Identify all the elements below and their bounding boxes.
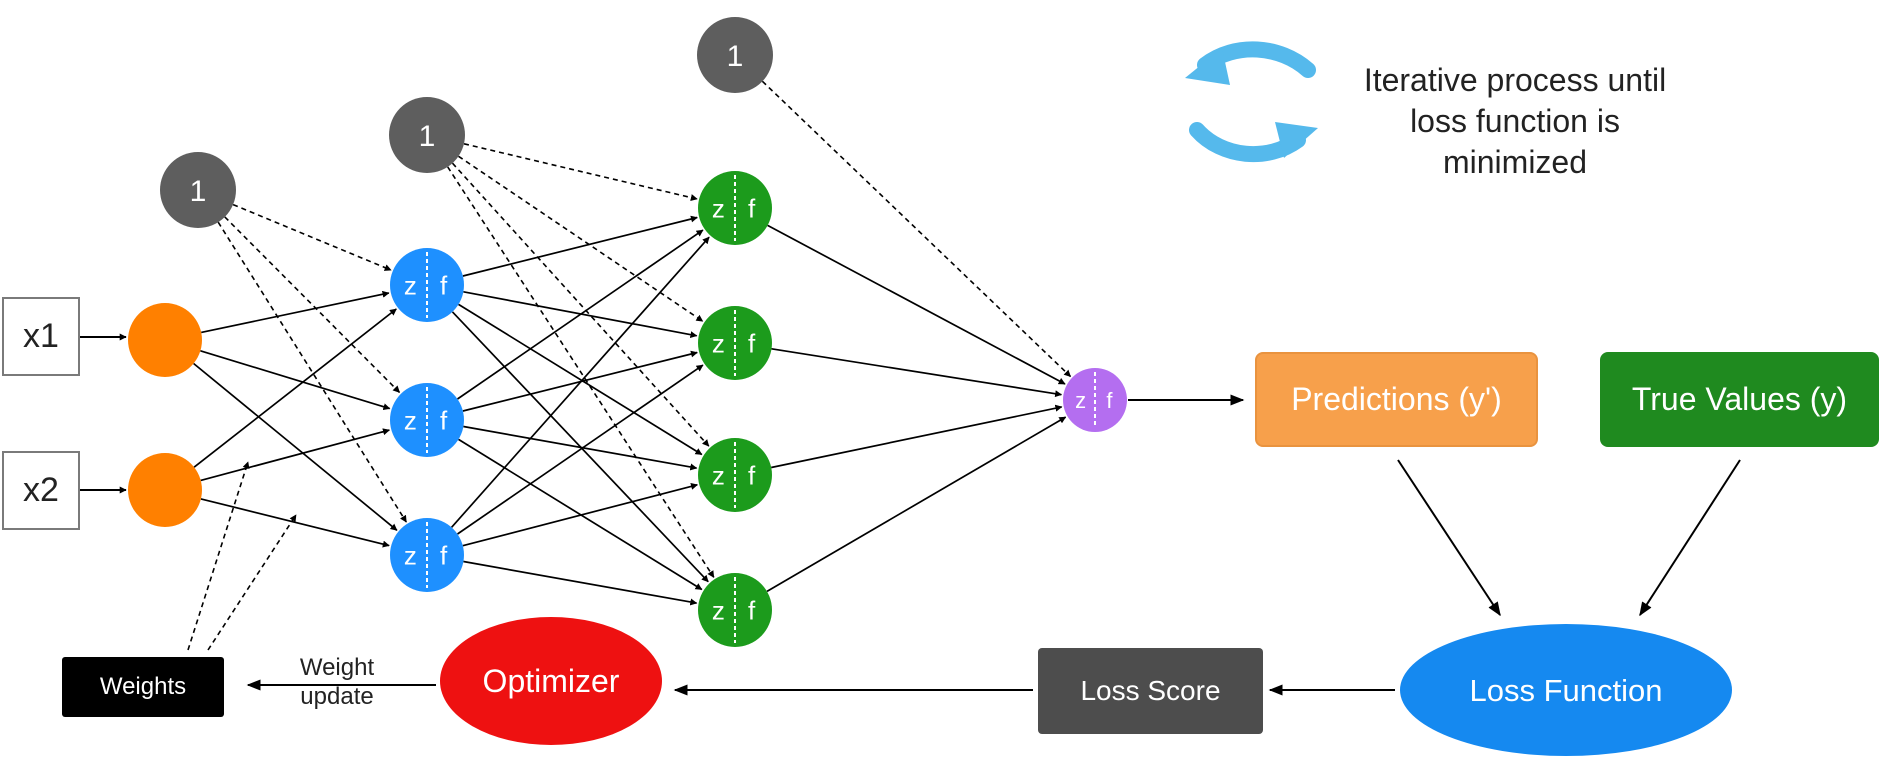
bias-node: 1 <box>389 97 465 173</box>
input-label-x1: x1 <box>23 317 59 355</box>
neuron-f-label: f <box>748 460 756 490</box>
predictions-box: Predictions (y') <box>1255 352 1538 447</box>
neuron-f-label: f <box>748 328 756 358</box>
loss-function-ellipse <box>1400 624 1732 756</box>
bias-edge <box>232 203 392 271</box>
weight-feedback-edge <box>187 461 250 651</box>
neuron-z-label: z <box>712 193 725 223</box>
input-box-x1: x1 <box>2 297 80 376</box>
neuron-f-label: f <box>748 193 756 223</box>
neuron-f-label: f <box>1106 388 1113 413</box>
connection-edge <box>450 236 710 528</box>
connection-edge <box>463 560 698 606</box>
neuron-z-label: z <box>712 328 725 358</box>
iterative-note-line-1: Iterative process until <box>1363 62 1667 98</box>
neuron-f-label: f <box>440 540 448 570</box>
connection-edge <box>462 215 698 277</box>
loss-score-label: Loss Score <box>1080 675 1221 706</box>
bias-node-body <box>697 17 773 93</box>
bias-node: 1 <box>697 17 773 93</box>
true-values-label: True Values (y) <box>1631 381 1848 417</box>
connection-edge <box>200 498 390 548</box>
loss-function-label: Loss Function <box>1470 673 1663 708</box>
input-neuron <box>128 453 202 527</box>
loss-function-node: Loss Function <box>1400 624 1732 756</box>
neuron-f-label: f <box>440 405 448 435</box>
connection-edge <box>766 416 1067 593</box>
bias-edge <box>458 155 704 322</box>
connection-edge <box>200 428 390 482</box>
loss-score-box: Loss Score <box>1038 648 1263 734</box>
true-values-to-loss-arrow <box>1639 459 1741 617</box>
connection-edge <box>462 482 698 547</box>
connection-edge <box>463 425 698 471</box>
neuron-z-label: z <box>1075 388 1086 413</box>
weight-update-line-2: update <box>300 683 374 710</box>
connection-edge <box>767 224 1066 385</box>
connection-edge <box>771 347 1063 398</box>
weight-update-label: Weight update <box>282 653 392 711</box>
weight-update-line-1: Weight <box>299 654 375 681</box>
hidden-layer-1-neuron-body <box>390 248 464 322</box>
neuron-f-label: f <box>440 270 448 300</box>
connection-edge <box>200 349 391 411</box>
neuron-z-label: z <box>712 595 725 625</box>
bias-node-body <box>389 97 465 173</box>
bias-node-body <box>160 152 236 228</box>
connection-edge <box>193 308 397 468</box>
iterative-process-note: Iterative process until loss function is… <box>1330 60 1700 183</box>
bias-edge <box>761 80 1072 378</box>
input-label-x2: x2 <box>23 471 59 509</box>
iterative-note-line-2: loss function is <box>1410 103 1620 139</box>
optimizer-node: Optimizer <box>440 617 662 745</box>
connection-edge <box>457 364 704 535</box>
bias-node-label: 1 <box>727 40 744 73</box>
weights-box: Weights <box>62 657 224 717</box>
hidden-layer-2-neuron-body <box>698 171 772 245</box>
neuron-z-label: z <box>712 460 725 490</box>
optimizer-label: Optimizer <box>483 663 620 699</box>
neuron-f-label: f <box>748 595 756 625</box>
true-values-box: True Values (y) <box>1600 352 1879 447</box>
bias-edge <box>447 166 715 578</box>
optimizer-ellipse <box>440 617 662 745</box>
connection-edge <box>458 303 703 456</box>
input-neuron <box>128 303 202 377</box>
connection-edge <box>771 404 1063 469</box>
neuron-z-label: z <box>404 540 417 570</box>
neuron-z-label: z <box>404 405 417 435</box>
hidden-layer-2-neuron-body <box>698 573 772 647</box>
bias-edge <box>463 143 698 201</box>
bias-edge <box>217 221 407 523</box>
connection-edge <box>193 362 398 531</box>
neuron-z-label: z <box>404 270 417 300</box>
bias-node-label: 1 <box>190 175 207 208</box>
hidden-layer-1-neuron-body <box>390 518 464 592</box>
bias-node-label: 1 <box>419 120 436 153</box>
hidden-layer-1-neuron-body <box>390 383 464 457</box>
predictions-to-loss-arrow <box>1397 459 1501 617</box>
hidden-layer-2-neuron-body <box>698 438 772 512</box>
hidden-layer-2-neuron-body <box>698 306 772 380</box>
connection-edge <box>457 229 704 400</box>
input-box-x2: x2 <box>2 451 80 530</box>
bias-node: 1 <box>160 152 236 228</box>
weights-label: Weights <box>99 673 187 700</box>
connection-edge <box>201 290 390 334</box>
weight-feedback-edge <box>207 514 297 651</box>
cycle-arrows-icon <box>1185 41 1318 163</box>
bias-edge <box>451 162 710 447</box>
predictions-label: Predictions (y') <box>1291 381 1502 417</box>
iterative-note-line-3: minimized <box>1442 144 1588 180</box>
